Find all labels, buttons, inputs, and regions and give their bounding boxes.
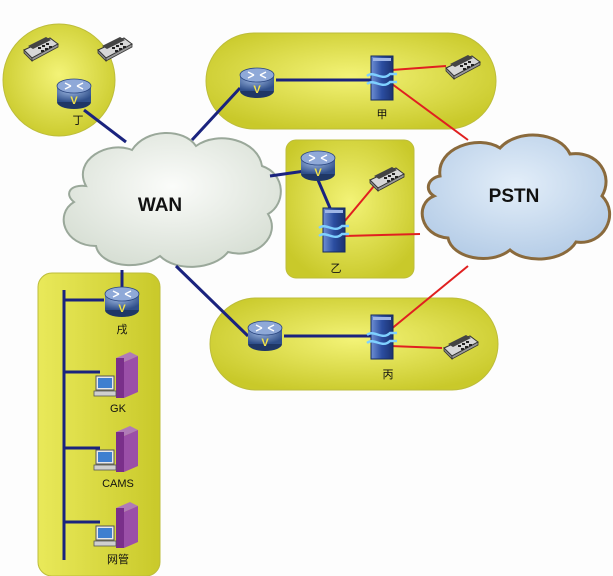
voice-gateway-switch-icon xyxy=(365,54,399,102)
gk-server-label: GK xyxy=(110,403,127,415)
data-links xyxy=(62,78,376,560)
router-icon xyxy=(300,150,336,182)
site-ding-label: 丁 xyxy=(73,115,84,127)
telephone-icon xyxy=(97,36,133,62)
nms-server-label: 网管 xyxy=(107,552,129,566)
voice-gateway-switch-icon xyxy=(365,313,399,361)
site-bing-zone xyxy=(209,297,499,391)
site-yi-label: 乙 xyxy=(331,262,342,275)
voice-gateway-switch-icon xyxy=(317,206,351,254)
router-icon xyxy=(239,67,275,99)
pstn-label: PSTN xyxy=(489,186,540,207)
router-icon xyxy=(104,286,140,318)
pstn-links xyxy=(343,65,469,349)
site-wu-zone xyxy=(37,272,161,576)
site-wu-label: 戌 xyxy=(117,323,128,336)
site-bing-label: 丙 xyxy=(383,369,394,381)
wan-cloud xyxy=(62,132,282,268)
wan-label: WAN xyxy=(138,195,182,216)
router-icon xyxy=(247,320,283,352)
site-jia-label: 甲 xyxy=(377,109,388,121)
cams-server-label: CAMS xyxy=(102,478,134,490)
router-icon xyxy=(56,78,92,110)
pstn-cloud xyxy=(420,133,612,261)
